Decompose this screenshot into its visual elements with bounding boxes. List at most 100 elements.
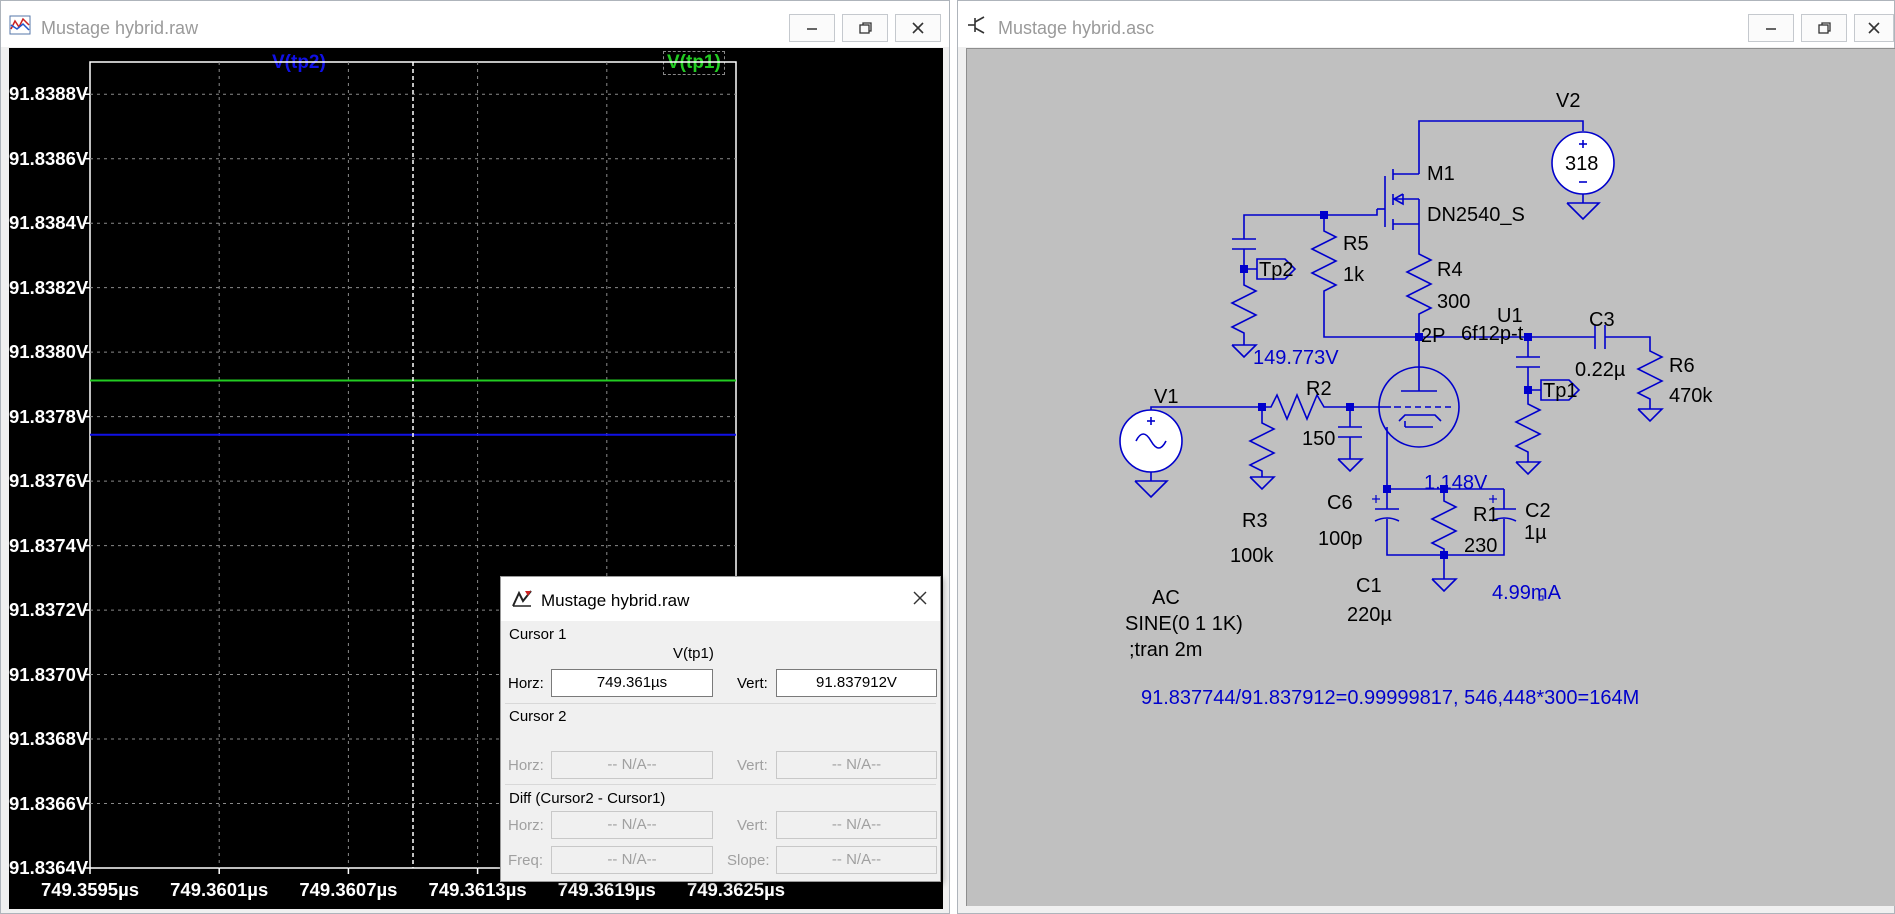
label-u1[interactable]: U1 (1497, 305, 1523, 327)
y-tick-label: 91.8376V (9, 470, 89, 492)
diff-slope-field[interactable]: -- N/A-- (776, 846, 937, 874)
label-c1-value[interactable]: 220µ (1347, 604, 1392, 626)
label-m1[interactable]: M1 (1427, 163, 1455, 185)
dialog-close-button[interactable] (912, 590, 928, 611)
label-v2[interactable]: V2 (1556, 90, 1580, 112)
y-tick-label: 91.8378V (9, 405, 89, 427)
x-tick-label: 749.3619µs (557, 879, 656, 900)
cursor1-trace-name: V(tp1) (673, 645, 714, 662)
waveform-window[interactable]: Mustage hybrid.raw V(tp2) V(tp1) 91.8388… (0, 0, 950, 914)
y-tick-label: 91.8380V (9, 341, 89, 363)
mosfet-m1[interactable] (1324, 169, 1420, 239)
label-c3-value[interactable]: 0.22µ (1575, 359, 1626, 381)
diff-vert-label: Vert: (737, 817, 768, 834)
cursor1-vert-label: Vert: (737, 675, 768, 692)
y-tick-label: 91.8382V (9, 276, 89, 298)
diff-horz-field[interactable]: -- N/A-- (551, 811, 713, 839)
x-tick-label: 749.3607µs (299, 879, 398, 900)
label-tran-directive[interactable]: ;tran 2m (1129, 639, 1202, 661)
cursor-dialog-title: Mustage hybrid.raw (541, 591, 690, 610)
cursor2-horz-field[interactable]: -- N/A-- (551, 751, 713, 779)
label-r5[interactable]: R5 (1343, 233, 1369, 255)
diff-freq-field[interactable]: -- N/A-- (551, 846, 713, 874)
maximize-button[interactable] (1801, 14, 1847, 42)
waveform-titlebar[interactable]: Mustage hybrid.raw (1, 1, 949, 47)
cursor1-horz-field[interactable]: 749.361µs (551, 669, 713, 697)
transistor-icon (966, 15, 988, 35)
label-r6-value[interactable]: 470k (1669, 385, 1713, 407)
y-tick-label: 91.8364V (9, 857, 89, 878)
label-v2-value[interactable]: 318 (1565, 153, 1598, 175)
divider (505, 784, 936, 785)
restore-icon (1818, 22, 1831, 34)
label-u1-model[interactable]: 6f12p-t (1461, 323, 1524, 345)
label-r4[interactable]: R4 (1437, 259, 1463, 281)
label-node-2p[interactable]: 2P (1421, 325, 1445, 347)
ltspice-logo-icon (511, 589, 533, 614)
y-tick-label: 91.8374V (9, 534, 89, 556)
label-v1-sine[interactable]: SINE(0 1 1K) (1125, 613, 1243, 635)
x-tick-label: 749.3595µs (40, 879, 140, 900)
diff-freq-label: Freq: (508, 852, 544, 869)
y-tick-label: 91.8388V (9, 83, 89, 105)
y-tick-label: 91.8368V (9, 728, 89, 750)
label-c6-value[interactable]: 100p (1318, 528, 1363, 550)
schematic-window-title: Mustage hybrid.asc (998, 18, 1155, 38)
y-tick-label: 91.8384V (9, 212, 89, 234)
schematic-canvas[interactable]: V2 318 M1 DN2540_S R5 1k R4 300 U1 6f12p… (966, 48, 1895, 906)
label-r6[interactable]: R6 (1669, 355, 1695, 377)
label-tp1[interactable]: Tp1 (1543, 380, 1577, 402)
cursor2-group-label: Cursor 2 (509, 708, 567, 725)
close-button[interactable] (895, 14, 941, 42)
minimize-button[interactable] (789, 14, 835, 42)
schematic-titlebar[interactable]: Mustage hybrid.asc (958, 1, 1894, 47)
y-tick-label: 91.8386V (9, 147, 89, 169)
voltage-source-v2[interactable] (1551, 131, 1615, 221)
diff-vert-field[interactable]: -- N/A-- (776, 811, 937, 839)
maximize-button[interactable] (842, 14, 888, 42)
cursor2-vert-field[interactable]: -- N/A-- (776, 751, 937, 779)
triode-u1[interactable] (1350, 337, 1460, 448)
label-c1[interactable]: C1 (1356, 575, 1382, 597)
label-c2-value[interactable]: 1µ (1524, 522, 1547, 544)
label-r5-value[interactable]: 1k (1343, 264, 1365, 286)
schematic-drawing[interactable]: V2 318 M1 DN2540_S R5 1k R4 300 U1 6f12p… (967, 49, 1895, 907)
y-tick-label: 91.8370V (9, 663, 89, 685)
waveform-window-title: Mustage hybrid.raw (41, 18, 199, 38)
label-r3-value[interactable]: 100k (1230, 545, 1274, 567)
close-button[interactable] (1854, 14, 1894, 42)
cursor-dialog-titlebar[interactable]: Mustage hybrid.raw (501, 577, 940, 621)
x-tick-label: 749.3613µs (428, 879, 527, 900)
label-r4-value[interactable]: 300 (1437, 291, 1470, 313)
label-v1[interactable]: V1 (1154, 386, 1178, 408)
waveform-chart[interactable] (9, 48, 943, 909)
label-c6[interactable]: C6 (1327, 492, 1353, 514)
label-r3[interactable]: R3 (1242, 510, 1268, 532)
y-tick-label: 91.8366V (9, 792, 89, 814)
label-r1[interactable]: R1 (1473, 504, 1499, 526)
cursor-dialog[interactable]: Mustage hybrid.raw Cursor 1 V(tp1) Horz:… (500, 576, 941, 882)
voltage-source-v1[interactable] (1119, 409, 1183, 499)
label-v1-ac[interactable]: AC (1152, 587, 1180, 609)
schematic-window[interactable]: Mustage hybrid.asc (957, 0, 1895, 914)
label-r1-value[interactable]: 230 (1464, 535, 1497, 557)
diff-group-label: Diff (Cursor2 - Cursor1) (509, 790, 666, 807)
label-c2[interactable]: C2 (1525, 500, 1551, 522)
label-plate-voltage[interactable]: 149.773V (1253, 347, 1339, 369)
minimize-button[interactable] (1748, 14, 1794, 42)
cursor1-vert-field[interactable]: 91.837912V (776, 669, 937, 697)
label-r2[interactable]: R2 (1306, 378, 1332, 400)
cursor1-horz-label: Horz: (508, 675, 544, 692)
x-tick-label: 749.3625µs (686, 879, 786, 900)
label-m1-model[interactable]: DN2540_S (1427, 204, 1525, 226)
label-cathode-current[interactable]: 4.99mA (1492, 582, 1562, 604)
label-cathode-voltage[interactable]: 1.148V (1424, 472, 1488, 494)
label-c3[interactable]: C3 (1589, 309, 1615, 331)
label-r2-value[interactable]: 150 (1302, 428, 1335, 450)
label-comment[interactable]: 91.837744/91.837912=0.99999817, 546,448*… (1141, 687, 1639, 709)
cursor2-horz-label: Horz: (508, 757, 544, 774)
waveform-app-icon (9, 15, 31, 35)
cursor2-vert-label: Vert: (737, 757, 768, 774)
label-tp2[interactable]: Tp2 (1259, 259, 1293, 281)
